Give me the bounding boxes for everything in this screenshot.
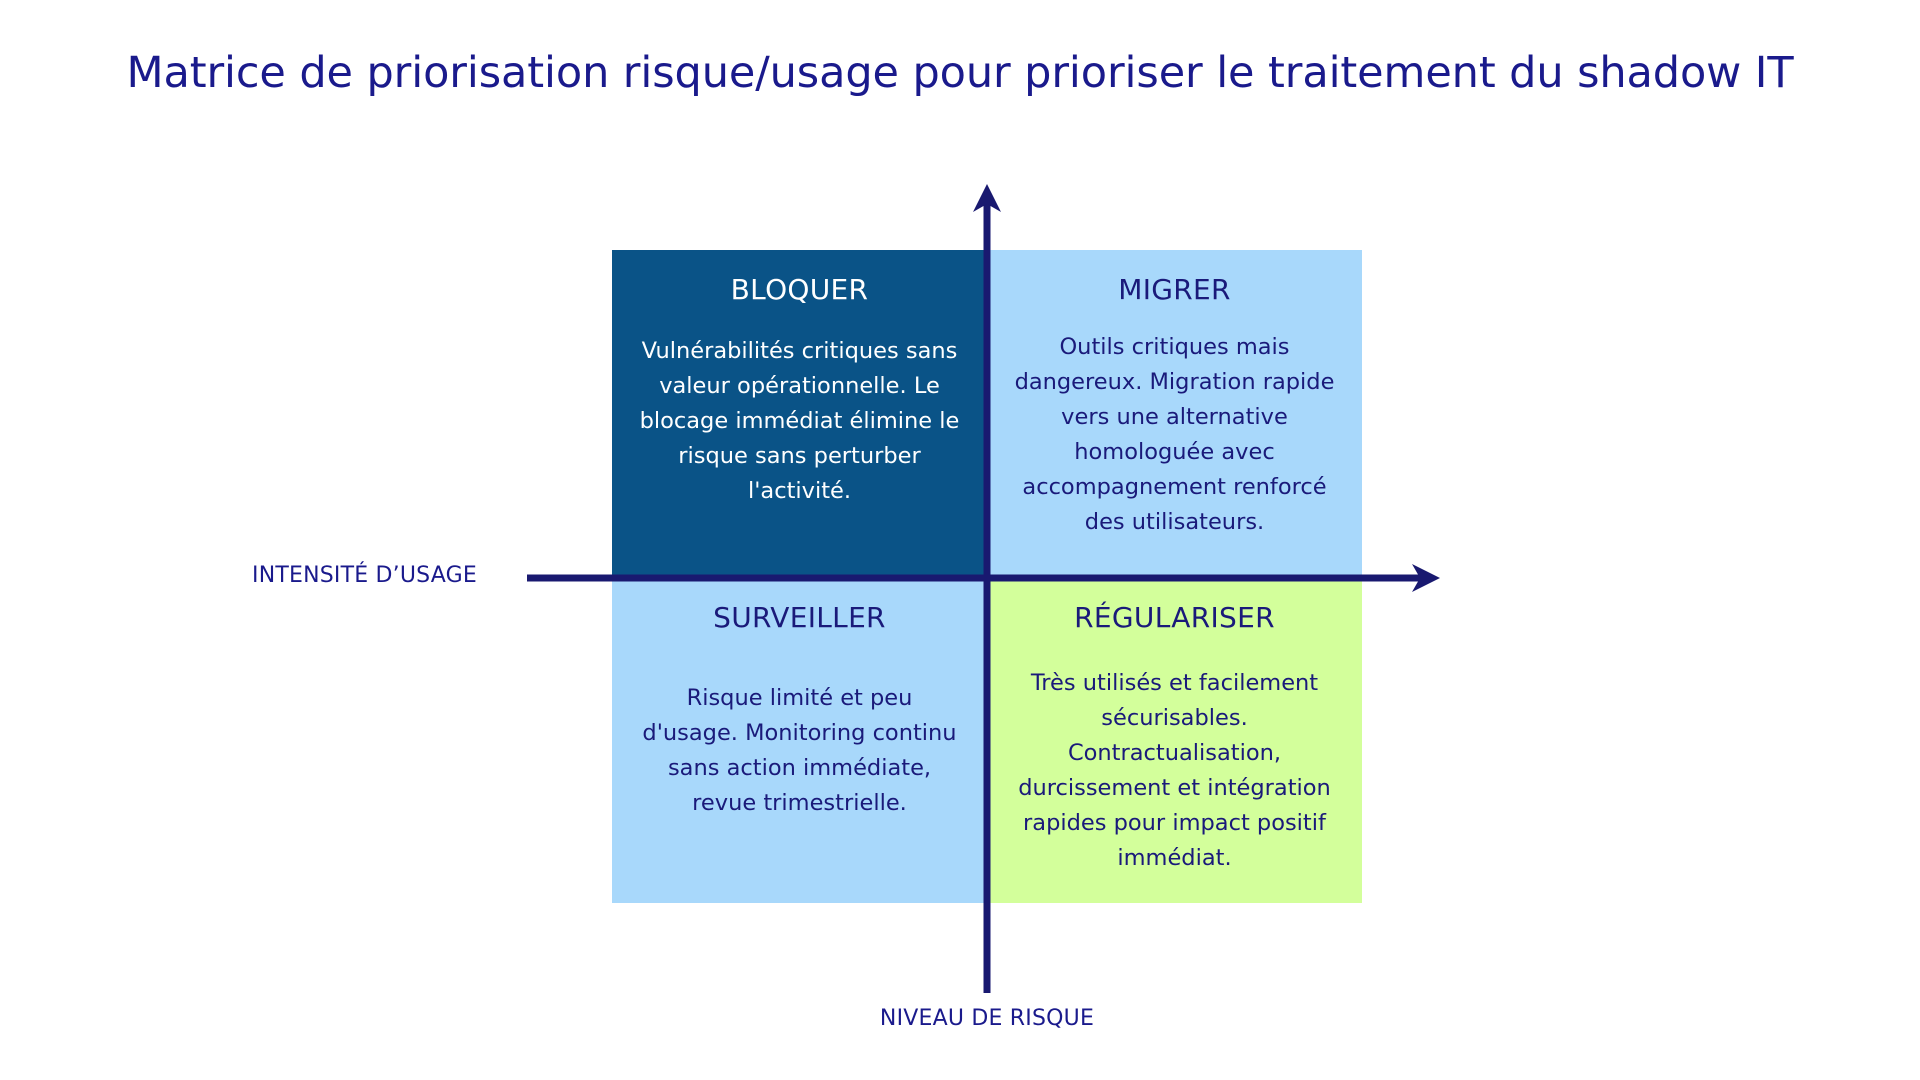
axis-label-intensite-usage: INTENSITÉ D’USAGE xyxy=(252,563,477,588)
quadrant-surveiller[interactable]: SURVEILLER Risque limité et peu d'usage.… xyxy=(612,578,987,903)
quadrant-migrer[interactable]: MIGRER Outils critiques mais dangereux. … xyxy=(987,250,1362,578)
arrow-right-icon xyxy=(1412,564,1440,592)
quadrant-description-regulariser: Très utilisés et facilement sécurisables… xyxy=(1018,670,1331,871)
quadrant-regulariser[interactable]: RÉGULARISER Très utilisés et facilement … xyxy=(987,578,1362,903)
quadrant-title-bloquer: BLOQUER xyxy=(730,273,869,306)
quadrant-title-regulariser: RÉGULARISER xyxy=(1074,601,1275,634)
quadrant-description-migrer: Outils critiques mais dangereux. Migrati… xyxy=(1014,334,1335,535)
quadrant-title-migrer: MIGRER xyxy=(1118,273,1231,306)
axis-label-niveau-risque: NIVEAU DE RISQUE xyxy=(879,1006,1095,1031)
quadrant-title-surveiller: SURVEILLER xyxy=(713,601,886,634)
arrow-up-icon xyxy=(973,184,1001,212)
quadrant-description-bloquer: Vulnérabilités critiques sans valeur opé… xyxy=(639,338,960,504)
quadrant-bloquer[interactable]: BLOQUER Vulnérabilités critiques sans va… xyxy=(612,250,987,578)
priority-matrix: BLOQUER Vulnérabilités critiques sans va… xyxy=(612,250,1362,903)
quadrant-description-surveiller: Risque limité et peu d'usage. Monitoring… xyxy=(642,685,957,816)
page-title: Matrice de priorisation risque/usage pou… xyxy=(126,48,1794,98)
